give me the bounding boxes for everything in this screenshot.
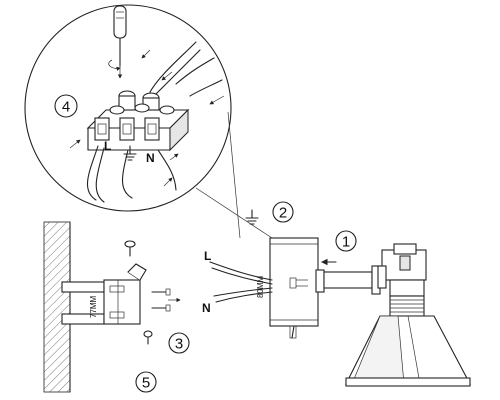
- mounting-screws: [124, 240, 181, 345]
- step-1-number: 1: [342, 234, 350, 251]
- detail-wires: [87, 41, 223, 203]
- step-5-number: 5: [142, 375, 150, 392]
- cable-connector: [320, 258, 381, 295]
- terminal-label-neutral: N: [146, 151, 155, 165]
- step-4-number: 4: [62, 99, 70, 116]
- terminal-block: [86, 90, 190, 152]
- power-wires: [209, 261, 273, 303]
- ground-symbol-icon: [245, 209, 259, 225]
- terminal-label-live: L: [104, 139, 111, 153]
- mounting-wall: [43, 221, 71, 393]
- step-1-badge: 1: [335, 230, 357, 252]
- screwdriver-icon: [108, 5, 127, 79]
- junction-box: 80MM: [256, 237, 325, 339]
- step-2-badge: 2: [272, 201, 294, 223]
- step-3-badge: 3: [168, 332, 190, 354]
- radar-level-sensor: [345, 243, 471, 387]
- step-4-badge: 4: [54, 94, 78, 118]
- mounting-bracket: 77MM: [89, 263, 147, 325]
- arrow-icon: [69, 49, 225, 187]
- box-height-dimension: 80MM: [256, 275, 265, 298]
- step-2-number: 2: [279, 205, 287, 222]
- ground-symbol-icon: [123, 145, 137, 161]
- bracket-spacing-dimension: 77MM: [89, 295, 98, 318]
- wire-label-live: L: [204, 249, 211, 263]
- step-3-number: 3: [175, 336, 183, 353]
- wire-label-neutral: N: [202, 301, 211, 315]
- step-5-badge: 5: [135, 371, 157, 393]
